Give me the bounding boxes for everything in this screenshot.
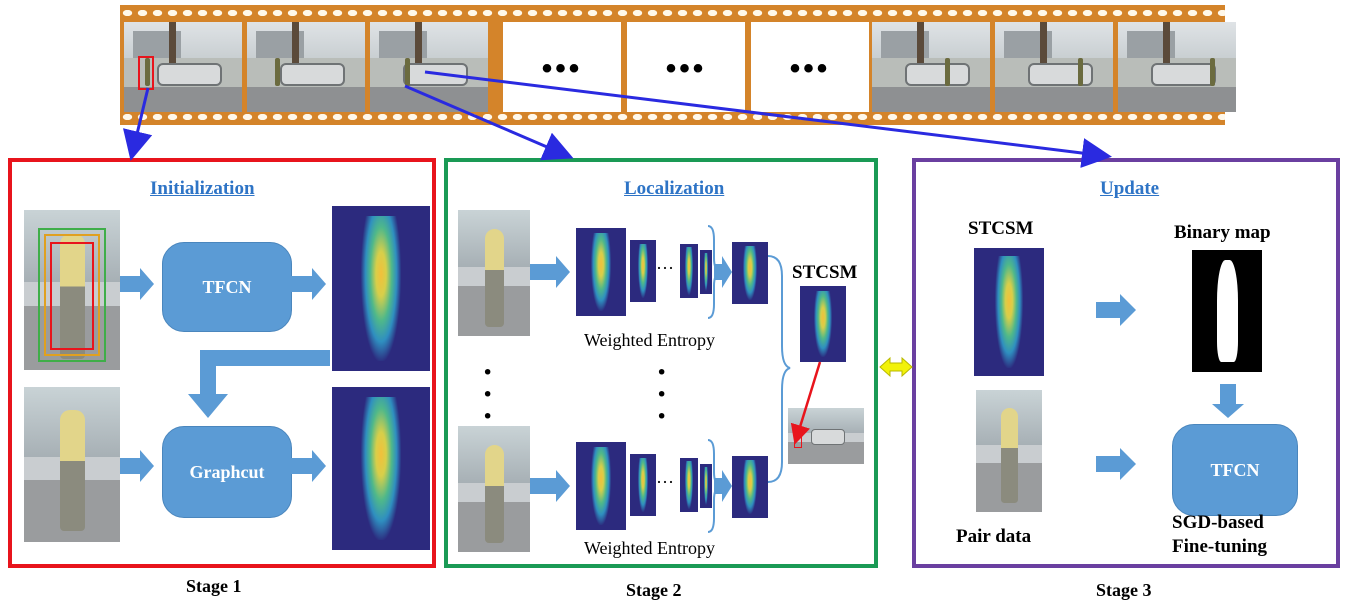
heatmap-scale-3 xyxy=(680,244,698,298)
stage1-label: Stage 1 xyxy=(186,576,242,596)
stage1-block-arrows xyxy=(120,268,330,482)
ellipsis-text: ••• xyxy=(665,52,707,85)
stage3-stcsm-map xyxy=(974,248,1044,376)
heatmap-scale-2 xyxy=(630,454,656,516)
bracket-bottom xyxy=(707,439,724,533)
heatmap-scale-1 xyxy=(576,442,626,530)
stage3-title: Update xyxy=(1100,178,1160,199)
tfcn-block: TFCN xyxy=(162,242,292,332)
weighted-entropy-label-bottom: Weighted Entropy xyxy=(584,538,716,558)
stage2-label: Stage 2 xyxy=(626,580,682,600)
stage1-title: Initialization xyxy=(150,178,255,199)
stage1-input-image xyxy=(24,387,120,542)
stage1-saliency-map-bottom xyxy=(332,387,430,550)
heatmap-scale-4 xyxy=(700,250,712,294)
heatmap-scale-2 xyxy=(630,240,656,302)
fused-heatmap-top xyxy=(732,242,768,304)
video-frame-4 xyxy=(872,22,990,112)
frame-ellipsis-2: ••• xyxy=(627,22,745,112)
heatmap-scale-4 xyxy=(700,464,712,508)
target-bounding-box xyxy=(138,56,154,90)
video-frame-6 xyxy=(1118,22,1236,112)
arrow-frame-to-stage2 xyxy=(404,84,574,161)
stage2-input-image-top xyxy=(458,210,530,336)
graphcut-block: Graphcut xyxy=(162,426,292,518)
heatmap-scale-3 xyxy=(680,458,698,512)
vertical-ellipsis-left: ··· xyxy=(482,354,494,435)
ellipsis-text: ••• xyxy=(541,52,583,85)
bracket-right xyxy=(767,255,791,483)
fused-heatmap-bottom xyxy=(732,456,768,518)
film-perforations-top xyxy=(120,8,1225,18)
binary-map-label: Binary map xyxy=(1174,222,1271,243)
arrow-stcsm-to-result xyxy=(790,361,822,445)
ellipsis-text: ••• xyxy=(789,52,831,85)
video-frame-5 xyxy=(995,22,1113,112)
frame-ellipsis-3: ••• xyxy=(751,22,869,112)
stage3-stcsm-label: STCSM xyxy=(968,218,1034,239)
weighted-entropy-label-top: Weighted Entropy xyxy=(584,330,716,350)
stage2-input-image-bottom xyxy=(458,426,530,552)
stage3-block-arrows xyxy=(1096,294,1244,480)
stage3-tfcn-block: TFCN xyxy=(1172,424,1298,516)
video-frame-3 xyxy=(370,22,488,112)
stcsm-map xyxy=(800,286,846,362)
stage2-box: Localization ··· Weighted Entropy ··· We… xyxy=(444,158,878,568)
pair-data-label: Pair data xyxy=(956,526,1032,547)
stage1-saliency-map-top xyxy=(332,206,430,371)
scale-ellipsis: ··· xyxy=(656,472,674,492)
pair-data-image xyxy=(976,390,1042,512)
heatmap-scale-1 xyxy=(576,228,626,316)
stcsm-label: STCSM xyxy=(792,262,858,283)
arrow-frame-to-stage1 xyxy=(122,87,153,161)
finetune-label-line1: SGD-based xyxy=(1172,512,1264,533)
binary-map-image xyxy=(1192,250,1262,372)
stage2-stage3-link-arrow xyxy=(879,356,913,378)
film-strip: ••• ••• ••• xyxy=(120,5,1236,125)
stage2-block-arrows xyxy=(530,256,732,502)
stage1-input-image-multi-box xyxy=(24,210,120,370)
stage2-title: Localization xyxy=(624,178,725,199)
film-perforations-bottom xyxy=(120,112,1225,122)
stage3-label: Stage 3 xyxy=(1096,580,1152,600)
stage3-box: Update STCSM Binary map Pair data TFCN S… xyxy=(912,158,1340,568)
scale-ellipsis: ··· xyxy=(656,258,674,278)
video-frame-1 xyxy=(124,22,242,112)
finetune-label-line2: Fine-tuning xyxy=(1172,536,1268,557)
vertical-ellipsis-middle: ··· xyxy=(656,354,668,435)
frame-ellipsis-1: ••• xyxy=(503,22,621,112)
bracket-top xyxy=(707,225,724,319)
arrow-frame-to-stage3 xyxy=(424,70,1112,168)
video-frame-2 xyxy=(247,22,365,112)
